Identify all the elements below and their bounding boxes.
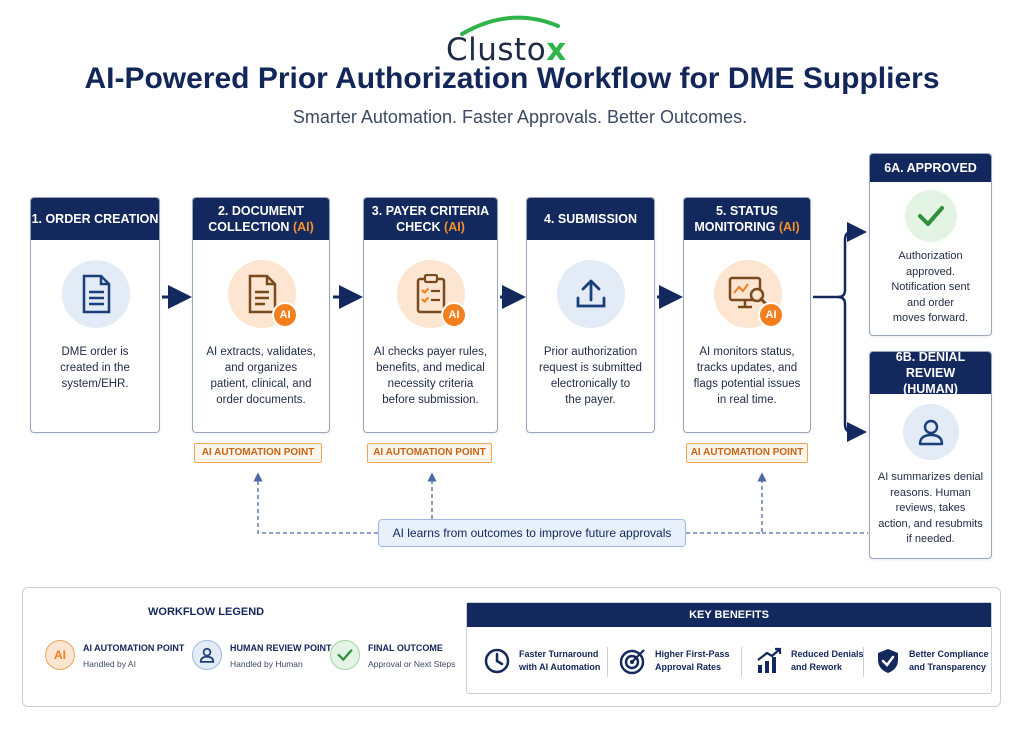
legend-sub: Approval or Next Steps (368, 659, 456, 669)
ai-badge: AI (441, 302, 467, 328)
legend-sub: Handled by AI (83, 659, 136, 669)
logo-text: Clustox (446, 32, 567, 68)
check-icon (905, 190, 957, 242)
page-title: AI-Powered Prior Authorization Workflow … (84, 62, 940, 95)
growth-chart-icon (757, 647, 782, 673)
step-card-status-monitoring: 5. STATUS MONITORING (AI) AI AI monitors… (683, 197, 811, 433)
learning-loop-label: AI learns from outcomes to improve futur… (378, 519, 686, 547)
check-icon (330, 640, 360, 670)
step-header: 3. PAYER CRITERIA CHECK (AI) (364, 198, 497, 240)
target-icon (619, 649, 645, 675)
legend-label: HUMAN REVIEW POINT (230, 643, 332, 653)
ai-automation-point-tag: AI AUTOMATION POINT (194, 443, 322, 463)
legend-label: FINAL OUTCOME (368, 643, 443, 653)
logo-swoosh-icon (460, 15, 560, 36)
step-header: 2. DOCUMENT COLLECTION (AI) (193, 198, 329, 240)
outcome-card-denial-review: 6B. DENIAL REVIEW (HUMAN) AI summarizes … (869, 351, 992, 559)
divider (863, 647, 864, 677)
ai-legend-icon: AI (45, 640, 75, 670)
logo: Clustox (440, 10, 590, 68)
legend-title: WORKFLOW LEGEND (148, 606, 265, 618)
checklist-ai-icon (397, 260, 465, 328)
ai-automation-point-tag: AI AUTOMATION POINT (367, 443, 492, 463)
person-icon (903, 404, 959, 460)
step-header: 4. SUBMISSION (527, 198, 654, 240)
divider (741, 647, 742, 677)
person-icon (192, 640, 222, 670)
arrow-to-denial (837, 295, 867, 442)
outcome-header: 6B. DENIAL REVIEW (HUMAN) (870, 352, 991, 396)
step-card-document-collection: 2. DOCUMENT COLLECTION (AI) AI AI extrac… (192, 197, 330, 433)
legend-sub: Handled by Human (230, 659, 303, 669)
step-card-payer-criteria-check: 3. PAYER CRITERIA CHECK (AI) AI AI check… (363, 197, 498, 433)
arrow-to-approved (813, 222, 867, 299)
step-description: AI checks payer rules,benefits, and medi… (373, 346, 488, 406)
bottom-panel: WORKFLOW LEGEND AI AI AUTOMATION POINT H… (22, 587, 1001, 707)
key-benefits-title: KEY BENEFITS (467, 603, 991, 627)
step-header: 1. ORDER CREATION (31, 198, 159, 240)
legend-label: AI AUTOMATION POINT (83, 643, 185, 653)
shield-check-icon (878, 649, 898, 673)
document-icon (62, 260, 130, 328)
outcome-header: 6A. APPROVED (870, 154, 991, 182)
clock-icon (484, 648, 510, 674)
ai-badge: AI (272, 302, 298, 328)
ai-automation-point-tag: AI AUTOMATION POINT (686, 443, 808, 463)
upload-icon (557, 260, 625, 328)
page-subtitle: Smarter Automation. Faster Approvals. Be… (292, 107, 748, 127)
step-header: 5. STATUS MONITORING (AI) (684, 198, 810, 240)
ai-badge: AI (758, 302, 784, 328)
divider (607, 647, 608, 677)
